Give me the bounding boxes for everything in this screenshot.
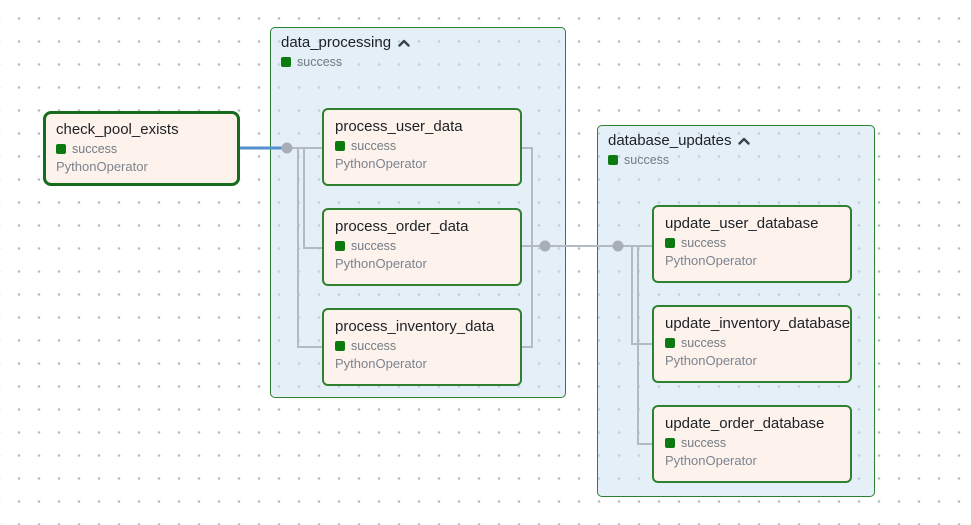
success-status-icon bbox=[56, 144, 66, 154]
status-row: success bbox=[335, 239, 509, 253]
operator-label: PythonOperator bbox=[335, 256, 427, 271]
status-row: success bbox=[608, 153, 864, 167]
status-row: success bbox=[335, 139, 509, 153]
success-status-icon bbox=[335, 241, 345, 251]
success-status-icon bbox=[608, 155, 618, 165]
status-row: success bbox=[281, 55, 555, 69]
status-label: success bbox=[681, 336, 727, 350]
success-status-icon bbox=[335, 141, 345, 151]
operator-label: PythonOperator bbox=[665, 353, 757, 368]
chevron-up-icon[interactable] bbox=[738, 137, 751, 145]
status-row: success bbox=[335, 339, 509, 353]
operator-label: PythonOperator bbox=[665, 453, 757, 468]
group-title-row: data_processing bbox=[281, 33, 555, 52]
task-title: update_order_database bbox=[665, 415, 825, 432]
operator-label: PythonOperator bbox=[56, 159, 148, 174]
task-title: check_pool_exists bbox=[56, 121, 179, 138]
status-label: success bbox=[624, 153, 670, 167]
status-row: success bbox=[665, 236, 839, 250]
task-title: process_inventory_data bbox=[335, 318, 495, 335]
status-label: success bbox=[681, 236, 727, 250]
status-row: success bbox=[665, 436, 839, 450]
task-title: process_user_data bbox=[335, 118, 463, 135]
operator-label: PythonOperator bbox=[665, 253, 757, 268]
status-label: success bbox=[351, 139, 397, 153]
task-title: update_inventory_database bbox=[665, 315, 851, 332]
task-title: update_user_database bbox=[665, 215, 819, 232]
task-group-title: data_processing bbox=[281, 34, 392, 51]
operator-label: PythonOperator bbox=[335, 356, 427, 371]
operator-label: PythonOperator bbox=[335, 156, 427, 171]
status-label: success bbox=[72, 142, 118, 156]
success-status-icon bbox=[665, 238, 675, 248]
group-title-row: database_updates bbox=[608, 131, 864, 150]
task-group-title: database_updates bbox=[608, 132, 732, 149]
status-label: success bbox=[297, 55, 343, 69]
status-label: success bbox=[351, 339, 397, 353]
status-row: success bbox=[56, 142, 227, 156]
success-status-icon bbox=[665, 438, 675, 448]
status-row: success bbox=[665, 336, 839, 350]
task-title: process_order_data bbox=[335, 218, 469, 235]
success-status-icon bbox=[335, 341, 345, 351]
success-status-icon bbox=[665, 338, 675, 348]
chevron-up-icon[interactable] bbox=[398, 39, 410, 47]
status-label: success bbox=[681, 436, 727, 450]
success-status-icon bbox=[281, 57, 291, 67]
status-label: success bbox=[351, 239, 397, 253]
